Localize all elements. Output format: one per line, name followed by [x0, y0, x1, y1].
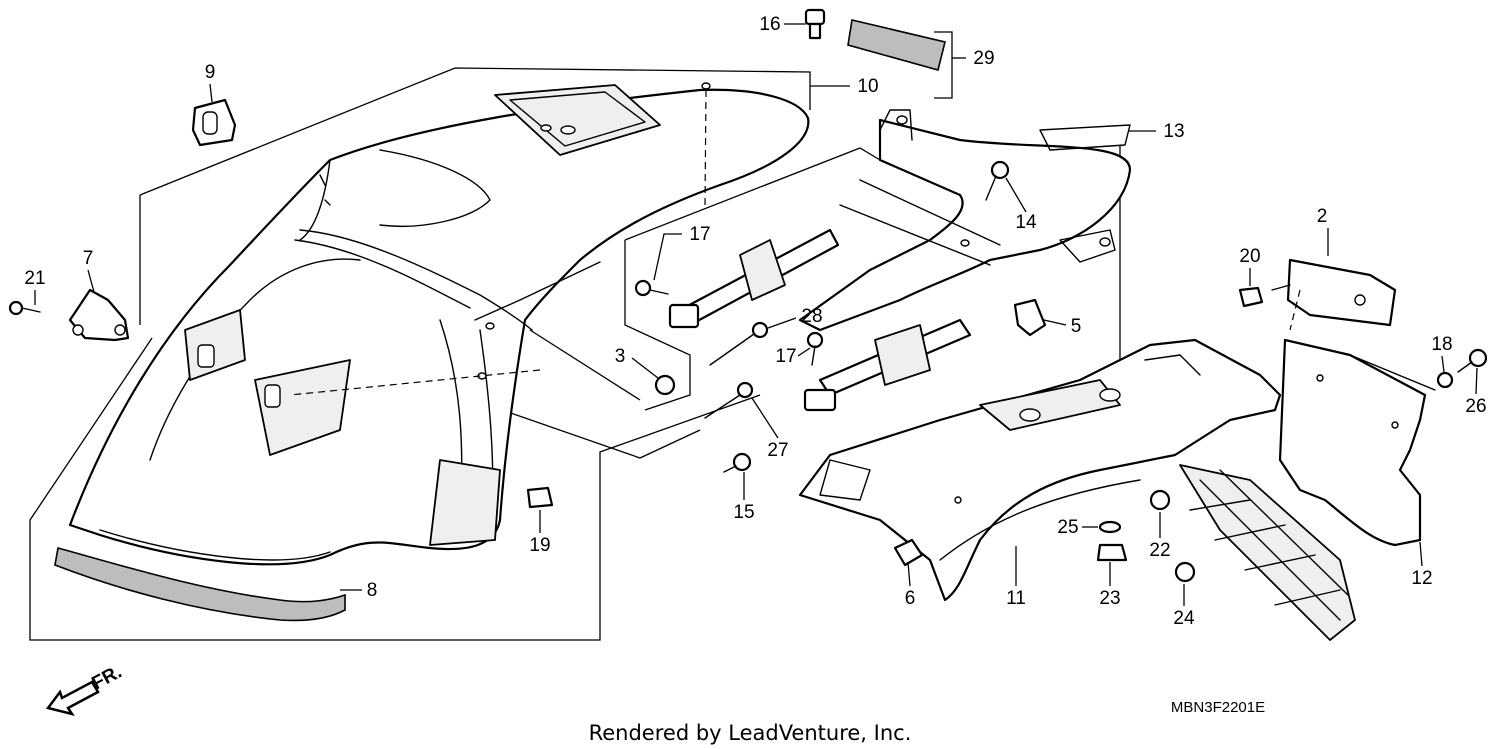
callout-16: 16 [759, 14, 780, 35]
callout-10: 10 [857, 76, 878, 97]
nut-part-24 [1174, 561, 1196, 583]
bolt-part-17a [634, 279, 669, 297]
callout-27: 27 [767, 440, 788, 461]
callout-17-upper: 17 [689, 224, 710, 245]
emblem-part-29 [847, 19, 946, 71]
callout-17-lower: 17 [775, 346, 796, 367]
callout-21: 21 [24, 268, 45, 289]
callout-18: 18 [1431, 334, 1452, 355]
bolt-part-27 [704, 381, 754, 419]
grommet-part-23 [1096, 543, 1128, 562]
callouts: 2 3 5 6 7 8 9 10 11 12 13 14 15 16 17 17 [24, 14, 1486, 629]
rear-fender-part-10 [68, 82, 810, 566]
rail-frame-part-13 [668, 109, 1132, 412]
callout-15: 15 [733, 502, 754, 523]
bolt-part-28 [709, 321, 769, 366]
credit-text: Rendered by LeadVenture, Inc. [589, 721, 912, 745]
bolt-part-16 [804, 8, 826, 40]
callout-20: 20 [1239, 246, 1260, 267]
callout-5: 5 [1071, 316, 1082, 337]
diagram-code: MBN3F2201E [1171, 699, 1265, 716]
callout-26: 26 [1465, 396, 1486, 417]
callout-2: 2 [1317, 206, 1328, 227]
callout-6: 6 [905, 588, 916, 609]
bolt-part-14 [985, 160, 1010, 201]
nut-part-3 [654, 374, 676, 396]
callout-13: 13 [1163, 121, 1184, 142]
bolt-part-15 [723, 452, 752, 473]
clip-part-9 [191, 98, 237, 147]
rubber-strip-part-8 [54, 546, 346, 622]
callout-19: 19 [529, 535, 550, 556]
callout-23: 23 [1099, 588, 1120, 609]
alignment-dashes [289, 89, 1301, 396]
washer-part-25 [1098, 520, 1122, 534]
callout-7: 7 [83, 248, 94, 269]
callout-14: 14 [1015, 212, 1037, 233]
callout-28: 28 [801, 306, 822, 327]
grommet-part-19 [526, 486, 554, 509]
callout-9: 9 [205, 62, 216, 83]
bracket-part-7 [68, 288, 130, 342]
clip-part-6 [893, 538, 924, 567]
callout-22: 22 [1149, 540, 1170, 561]
callout-3: 3 [615, 346, 626, 367]
nut-part-22 [1149, 489, 1171, 511]
callout-25: 25 [1057, 517, 1078, 538]
bolt-part-17b [806, 331, 824, 366]
bolt-part-26 [1457, 348, 1488, 373]
nut-part-18 [1436, 371, 1454, 389]
reflector-part-2 [1271, 258, 1397, 327]
callout-8: 8 [367, 580, 378, 601]
rear-fender-part-11 [798, 338, 1356, 641]
clip-part-5 [1013, 298, 1047, 337]
callout-11: 11 [1006, 588, 1026, 609]
callout-12: 12 [1411, 568, 1432, 589]
nut-part-20 [1238, 286, 1264, 308]
callout-29: 29 [973, 48, 994, 69]
front-direction-arrow: FR. [45, 662, 125, 716]
screw-part-21 [8, 300, 41, 316]
callout-24: 24 [1173, 608, 1195, 629]
license-bracket-part-12 [1278, 338, 1436, 547]
